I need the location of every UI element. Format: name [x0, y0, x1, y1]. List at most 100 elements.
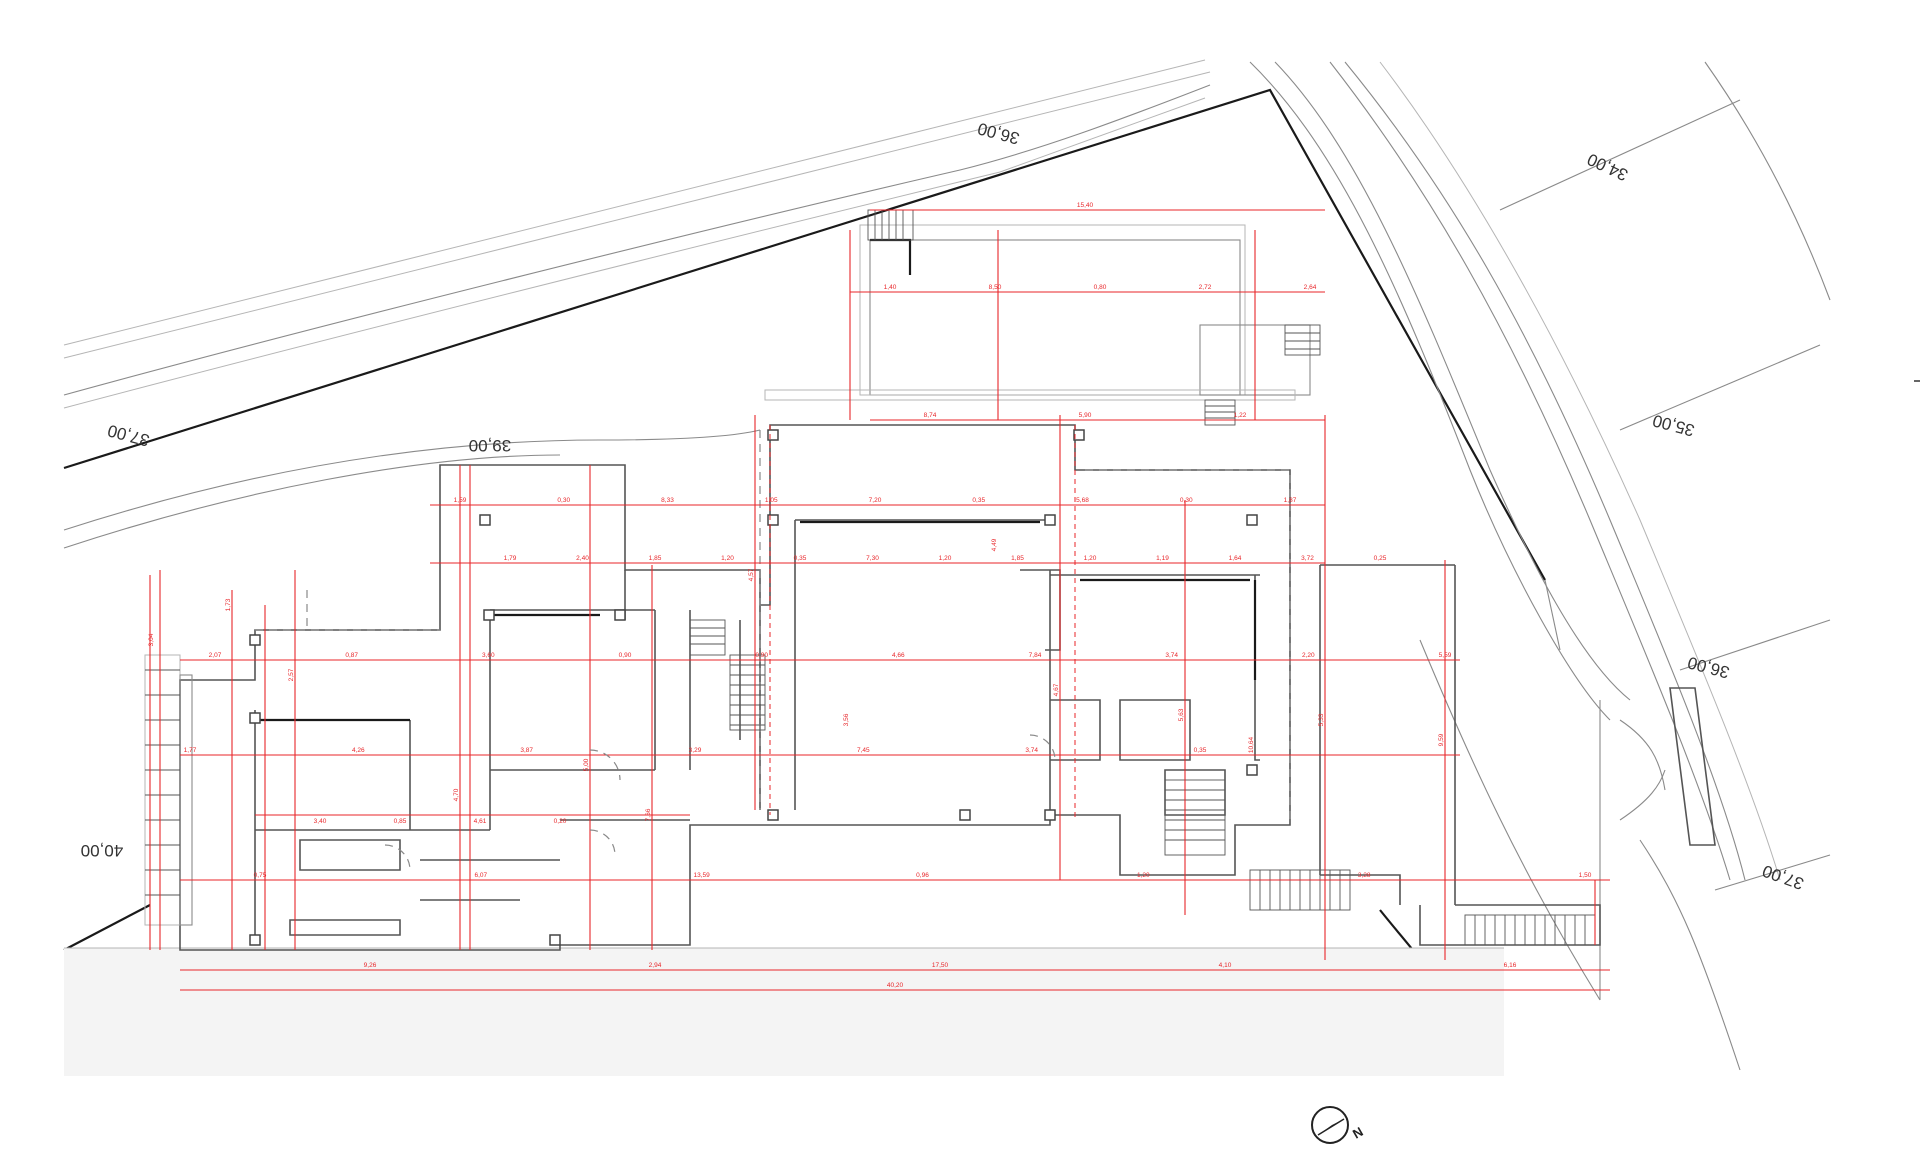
dimension-label: 3,87 [520, 747, 533, 754]
contour-label: 36,00 [976, 119, 1022, 148]
dimension-label: 7,20 [869, 497, 882, 504]
dimension-label: 3,29 [689, 747, 702, 754]
dimension-label: 7,84 [1029, 652, 1042, 659]
dimension-label: 6,16 [1504, 962, 1517, 969]
dimension-label: 2,64 [1304, 284, 1317, 291]
site-context [63, 59, 1831, 1076]
dimension-label: 1,05 [765, 497, 778, 504]
dimension-label: 1,40 [884, 284, 897, 291]
dimension-label: 17,50 [932, 962, 949, 969]
dimension-label: 1,20 [721, 555, 734, 562]
dimension-label: 0,80 [1094, 284, 1107, 291]
edge-marker [1914, 380, 1920, 382]
dimension-label: 1,59 [454, 497, 467, 504]
contour-label: 37,00 [1760, 861, 1806, 893]
dimension-label: 5,33 [1318, 713, 1325, 726]
dimension-label: 2,94 [649, 962, 662, 969]
dimension-label: 0,35 [1194, 747, 1207, 754]
dimension-label: 1,85 [1011, 555, 1024, 562]
dimension-label: 2,40 [576, 555, 589, 562]
dimension-label: 8,50 [989, 284, 1002, 291]
stairs [145, 209, 1596, 946]
dimension-label: 3,72 [1301, 555, 1314, 562]
dimension-label: 1,87 [1284, 497, 1297, 504]
dimension-label: 0,87 [345, 652, 358, 659]
building-walls [144, 224, 1601, 951]
dimension-label: 0,30 [1180, 497, 1193, 504]
dimension-label: 0,85 [394, 818, 407, 825]
contour-labels: 36,00 37,00 39,00 40,00 34,00 35,00 36,0… [81, 119, 1807, 894]
dimension-label: 0,90 [755, 652, 768, 659]
dimension-label: 0,35 [794, 555, 807, 562]
dimension-label: 5,00 [583, 758, 590, 771]
dimension-label: 1,20 [939, 555, 952, 562]
dimension-label: 0,35 [972, 497, 985, 504]
dimension-label: 4,67 [1053, 683, 1060, 696]
dimension-label: 5,90 [1079, 412, 1092, 419]
contour-label: 35,00 [1651, 411, 1697, 440]
dimension-label: 9,59 [1438, 733, 1445, 746]
dimension-label: 3,74 [1025, 747, 1038, 754]
dimension-label: 7,45 [857, 747, 870, 754]
dimension-label: 8,33 [661, 497, 674, 504]
dimension-label: 4,57 [748, 568, 755, 581]
dimension-label: 1,85 [649, 555, 662, 562]
dimension-label: 0,25 [1374, 555, 1387, 562]
dimension-label: 9,26 [364, 962, 377, 969]
ground-hatch [64, 947, 1504, 1076]
dimension-label: 4,70 [453, 788, 460, 801]
dimension-label: 2,07 [209, 652, 222, 659]
dimension-label: 15,40 [1077, 202, 1094, 209]
dimension-label: 3,04 [148, 633, 155, 646]
dimension-label: 6,07 [475, 872, 488, 879]
dimension-label: 0,90 [619, 652, 632, 659]
contour-label: 40,00 [81, 841, 124, 860]
columns [249, 429, 1258, 946]
dimension-label: 2,57 [288, 668, 295, 681]
dimension-label: 5,68 [1076, 497, 1089, 504]
dimension-label: 4,26 [352, 747, 365, 754]
contour-label: 36,00 [1686, 653, 1732, 682]
dimension-label: 4,49 [991, 538, 998, 551]
dimension-label: 1,64 [1229, 555, 1242, 562]
dimension-label: 5,63 [1178, 708, 1185, 721]
contour-label: 39,00 [469, 436, 512, 455]
dimension-label: 1,20 [1137, 872, 1150, 879]
dimension-label: 0,30 [557, 497, 570, 504]
dimension-label: 1,77 [184, 747, 197, 754]
dimension-label: 13,59 [694, 872, 711, 879]
dimension-label: 1,20 [1084, 555, 1097, 562]
dimension-label: 2,72 [1199, 284, 1212, 291]
dimension-label: 3,40 [314, 818, 327, 825]
dimension-labels: 15,40 1,40 8,50 0,80 2,72 2,64 8,74 5,90 1,22 1,5… [148, 202, 1592, 989]
dimension-label: 0,20 [554, 818, 567, 825]
dimension-label: 2,20 [1302, 652, 1315, 659]
dimension-lines [149, 209, 1610, 991]
door-swings [384, 734, 1056, 871]
contour-label: 37,00 [106, 421, 152, 450]
dimension-label: 0,96 [916, 872, 929, 879]
dimension-label: 1,50 [1579, 872, 1592, 879]
dimension-label: 7,66 [645, 808, 652, 821]
dimension-label: 10,64 [1248, 736, 1255, 753]
dimension-label: 7,30 [866, 555, 879, 562]
dimension-label: 5,59 [1439, 652, 1452, 659]
dimension-label: 3,56 [843, 713, 850, 726]
dimension-label: 0,75 [254, 872, 267, 879]
dimension-label: 3,60 [482, 652, 495, 659]
north-label: N [1350, 1124, 1366, 1142]
dimension-label: 1,22 [1234, 412, 1247, 419]
dimension-label: 4,10 [1219, 962, 1232, 969]
dimension-label: 1,73 [225, 598, 232, 611]
dimension-label: 1,79 [504, 555, 517, 562]
dimension-label: 8,74 [924, 412, 937, 419]
dimension-label: 3,74 [1165, 652, 1178, 659]
north-arrow: N [1311, 1106, 1366, 1144]
contour-label: 34,00 [1584, 149, 1631, 184]
dimension-label: 3,28 [1358, 872, 1371, 879]
dimension-label: 4,61 [474, 818, 487, 825]
dimension-label: 1,19 [1156, 555, 1169, 562]
north-arrow-icon [1311, 1106, 1349, 1144]
dimension-label: 4,66 [892, 652, 905, 659]
